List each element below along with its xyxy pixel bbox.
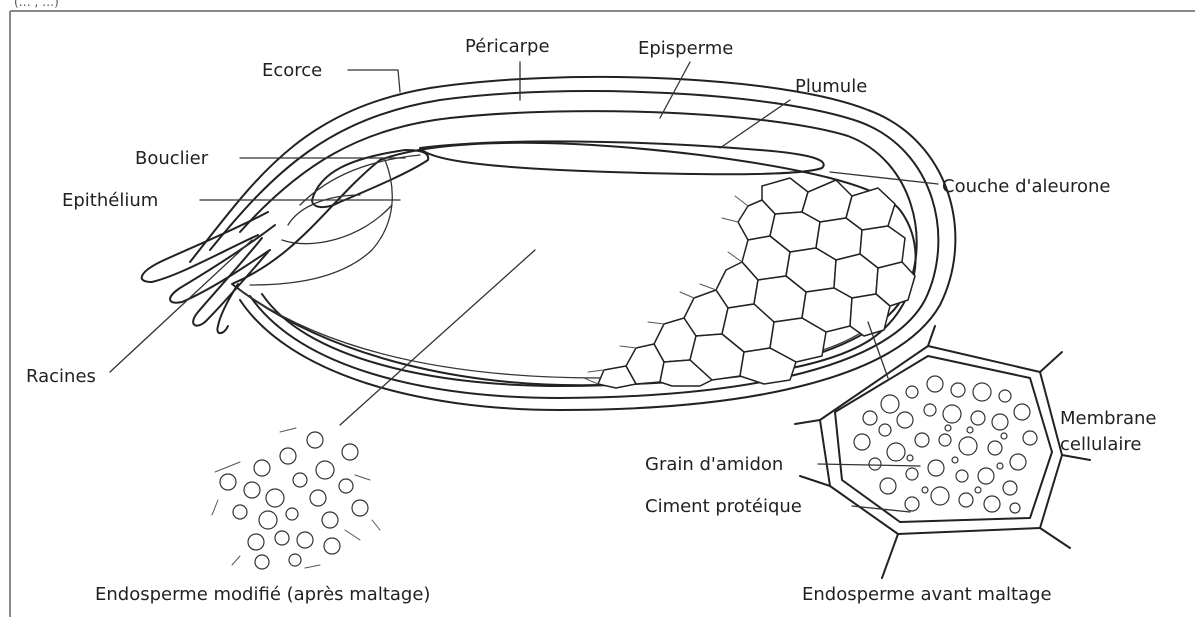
label-grain-amidon: Grain d'amidon xyxy=(645,454,783,475)
label-racines: Racines xyxy=(26,366,96,387)
label-ecorce: Ecorce xyxy=(262,60,322,81)
header-fragment: (… , …) xyxy=(14,0,59,9)
leader-episperme xyxy=(660,62,690,118)
label-membrane-cellulaire-2: cellulaire xyxy=(1060,434,1142,455)
caption-endosperme-modifie: Endosperme modifié (après maltage) xyxy=(95,584,430,605)
leader-ciment xyxy=(852,506,910,512)
figure-frame xyxy=(10,11,1195,617)
label-membrane-cellulaire-1: Membrane xyxy=(1060,408,1156,429)
label-epithelium: Epithélium xyxy=(62,190,158,211)
leader-plumule xyxy=(720,100,790,148)
modified-endosperm-cluster xyxy=(212,428,380,569)
endosperm-cells xyxy=(598,178,915,388)
label-ciment-proteique: Ciment protéique xyxy=(645,496,802,517)
label-pericarpe: Péricarpe xyxy=(465,36,550,57)
leader-racines xyxy=(110,240,252,372)
bouclier-shape xyxy=(282,150,428,244)
leader-ecorce xyxy=(348,70,400,92)
label-bouclier: Bouclier xyxy=(135,148,209,169)
cell-detail-starch-grains xyxy=(854,376,1037,513)
leader-modifie xyxy=(340,250,535,425)
label-episperme: Episperme xyxy=(638,38,733,59)
label-couche-aleurone: Couche d'aleurone xyxy=(942,176,1110,197)
label-plumule: Plumule xyxy=(795,76,867,97)
caption-endosperme-avant: Endosperme avant maltage xyxy=(802,584,1052,605)
cell-detail xyxy=(795,326,1090,578)
